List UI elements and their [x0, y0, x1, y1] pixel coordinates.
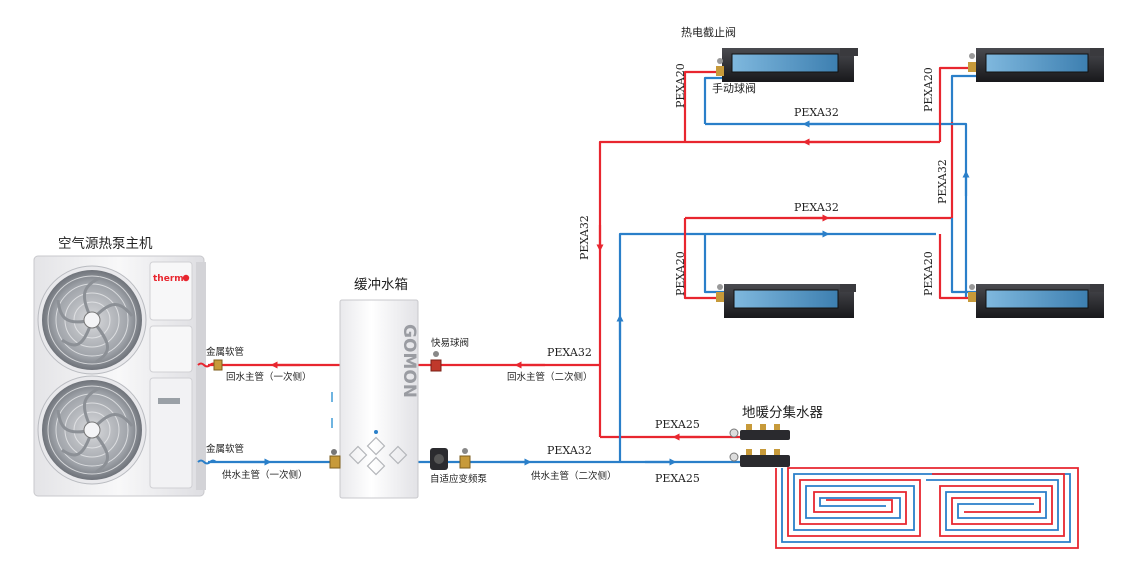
secondary-return-pipe-label: PEXA32	[547, 346, 592, 359]
floor-supply-pipe-label: PEXA25	[655, 472, 700, 485]
branch-top-right-red	[938, 66, 972, 142]
upper-supply-header	[705, 122, 968, 298]
primary-supply-label: 供水主管（一次侧）	[222, 469, 308, 481]
quick-ball-valve	[430, 351, 442, 372]
floor-return-pipe-label: PEXA25	[655, 418, 700, 431]
fan-coil-top-right	[968, 48, 1104, 82]
branch-bottom-right-label: PEXA20	[922, 251, 935, 296]
branch-top-left-red	[683, 70, 718, 142]
branch-bottom-left-red	[683, 218, 720, 300]
primary-return-label: 回水主管（一次侧）	[226, 371, 312, 383]
left-riser-label: PEXA32	[578, 215, 591, 260]
variable-speed-pump	[430, 448, 471, 470]
upper-header-label: PEXA32	[794, 106, 839, 119]
manual-valve-label: 手动球阀	[712, 81, 756, 95]
branch-top-right-label: PEXA20	[922, 67, 935, 112]
tank-control-panel	[348, 436, 408, 476]
fan-lower	[37, 375, 147, 485]
floor-manifold	[729, 424, 790, 467]
return-hose	[197, 362, 217, 368]
branch-top-right-blue	[950, 74, 976, 122]
buffer-tank-title: 缓冲水箱	[354, 277, 408, 293]
right-riser-label: PEXA32	[936, 159, 949, 204]
branch-bottom-left-label: PEXA20	[674, 251, 687, 296]
heat-pump-logo: therm	[153, 274, 184, 284]
supply-hose-label: 金属软管	[206, 443, 244, 455]
secondary-supply-pipe-label: PEXA32	[547, 444, 592, 457]
branch-bottom-left-blue	[703, 234, 724, 294]
primary-valves	[213, 359, 341, 469]
fan-coil-top-left	[716, 48, 858, 82]
pump-label: 自适应变频泵	[430, 473, 488, 485]
return-hose-label: 金属软管	[206, 346, 244, 358]
pipe-network	[208, 66, 976, 466]
fan-coil-bottom-left	[716, 284, 856, 318]
floor-heating-title: 地暖分集水器	[742, 405, 823, 421]
branch-top-left-blue	[703, 76, 722, 124]
buffer-tank: 缓冲水箱 GOMON	[331, 277, 419, 499]
fan-coil-bottom-right	[968, 284, 1104, 318]
fan-upper	[37, 265, 147, 375]
secondary-return-label: 回水主管（二次侧）	[507, 371, 593, 383]
branch-bottom-right-blue	[950, 218, 976, 294]
supply-hose	[197, 459, 217, 465]
floor-heating-loops	[775, 467, 1079, 549]
left-supply-riser	[618, 232, 936, 462]
branch-bottom-right-red	[938, 234, 972, 300]
branch-top-left-label: PEXA20	[674, 63, 687, 108]
cutoff-valve-label: 热电截止阀	[681, 25, 736, 39]
buffer-tank-brand: GOMON	[399, 324, 419, 398]
secondary-supply-label: 供水主管（二次侧）	[531, 470, 617, 482]
heat-pump-title: 空气源热泵主机	[58, 236, 153, 252]
heat-pump-unit: 空气源热泵主机 therm	[33, 236, 206, 497]
quick-valve-label: 快易球阀	[431, 337, 469, 349]
lower-header-label: PEXA32	[794, 201, 839, 214]
